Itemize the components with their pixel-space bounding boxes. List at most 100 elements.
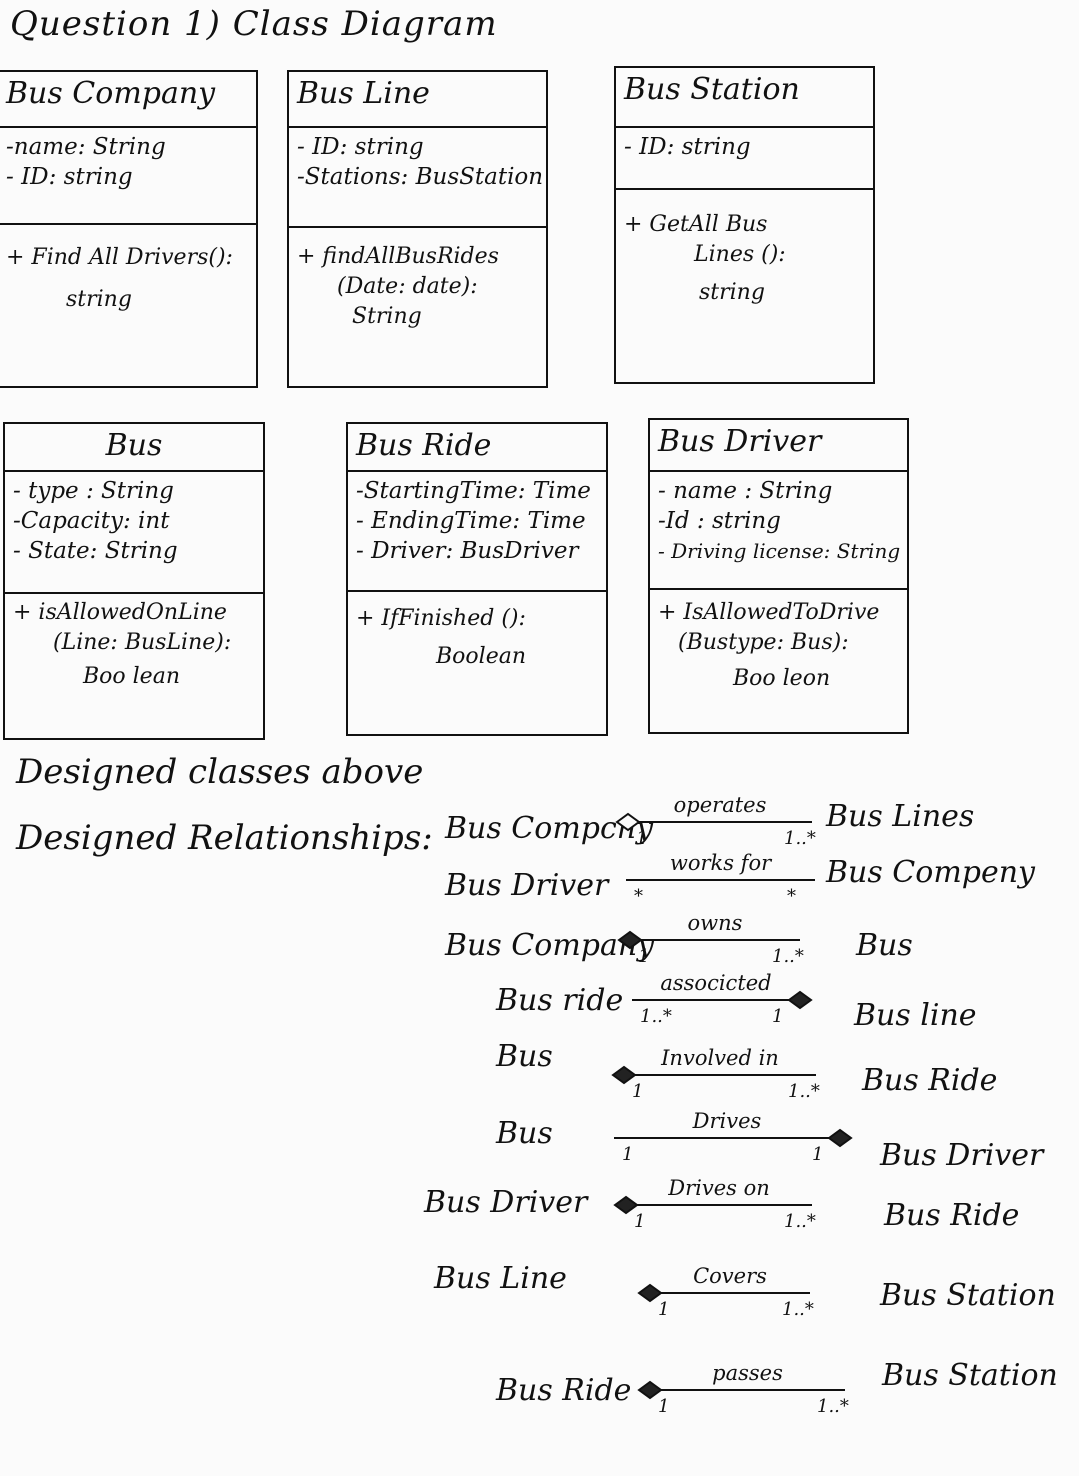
class-bus-company: Bus Company -name: String - ID: string +…	[0, 70, 258, 388]
operation: + IfFinished ():	[356, 606, 526, 631]
class-operations: + GetAll Bus Lines (): string	[616, 190, 873, 312]
attribute: -Capacity: int	[13, 508, 170, 534]
multiplicity-from: 1	[658, 1299, 669, 1320]
relationship-from-class: Bus ride	[495, 983, 623, 1018]
class-name: Bus Company	[0, 72, 256, 128]
relationship-from-class: Bus	[495, 1116, 553, 1151]
operation: string	[699, 280, 765, 305]
relationship-to-class: Bus line	[853, 998, 977, 1033]
operation: Boo lean	[83, 664, 180, 689]
operation: + findAllBusRides	[297, 244, 499, 269]
relationship-from-class: Bus Company	[444, 928, 655, 963]
class-operations: + isAllowedOnLine (Line: BusLine): Boo l…	[5, 594, 263, 696]
relationship-to-class: Bus	[855, 928, 913, 963]
aggregation-diamond-icon	[615, 812, 641, 832]
operation: + Find All Drivers():	[6, 245, 233, 270]
operation: (Bustype: Bus):	[678, 630, 849, 655]
relationship-from-class: Bus Line	[433, 1261, 567, 1296]
relationship-label: Involved in	[660, 1046, 779, 1070]
relationship-to-class: Bus Ride	[883, 1198, 1019, 1233]
composition-diamond-icon	[613, 1195, 639, 1215]
attribute: - ID: string	[6, 164, 133, 190]
class-operations: + IsAllowedToDrive (Bustype: Bus): Boo l…	[650, 590, 907, 698]
relationship-from-class: Bus Driver	[444, 868, 610, 903]
relationship-label: Drives	[692, 1109, 762, 1133]
relationship-to-class: Bus Station	[879, 1278, 1056, 1313]
attribute: - Driver: BusDriver	[356, 538, 579, 564]
attribute: -Stations: BusStation	[297, 164, 544, 190]
multiplicity-from: 1	[636, 828, 647, 849]
attribute: - Driving license: String	[658, 539, 901, 563]
attribute: -name: String	[6, 134, 166, 160]
relationship-label: Drives on	[667, 1176, 770, 1200]
multiplicity-to: 1..*	[772, 946, 804, 967]
multiplicity-to: 1..*	[817, 1396, 849, 1417]
relationship-from-class: Bus	[495, 1039, 553, 1074]
composition-diamond-icon	[637, 1283, 663, 1303]
multiplicity-from: 1	[632, 1081, 643, 1102]
multiplicity-to: *	[787, 886, 796, 907]
class-bus: Bus - type : String -Capacity: int - Sta…	[3, 422, 265, 740]
relationship-label: passes	[712, 1361, 783, 1385]
multiplicity-from: *	[634, 886, 643, 907]
operation: string	[66, 287, 132, 312]
relationship-from-class: Bus Driver	[423, 1185, 589, 1220]
composition-diamond-icon	[827, 1128, 853, 1148]
class-bus-ride: Bus Ride -StartingTime: Time - EndingTim…	[346, 422, 608, 736]
composition-diamond-icon	[787, 990, 813, 1010]
attribute: -Id : string	[658, 508, 781, 534]
multiplicity-to: 1..*	[782, 1299, 814, 1320]
relationship-to-class: Bus Lines	[825, 799, 974, 834]
page-title: Question 1) Class Diagram	[10, 4, 498, 44]
relationship-from-class: Bus Compcny	[444, 811, 654, 846]
relationship-label: works for	[670, 851, 773, 875]
class-operations: + Find All Drivers(): string	[0, 225, 256, 319]
attribute: - ID: string	[297, 134, 424, 160]
class-name: Bus Ride	[348, 424, 606, 472]
multiplicity-from: 1	[638, 946, 649, 967]
attribute: - State: String	[13, 538, 178, 564]
class-name: Bus Line	[289, 72, 546, 128]
classes-summary: Designed classes above	[16, 752, 424, 792]
composition-diamond-icon	[617, 930, 643, 950]
class-attributes: - ID: string	[616, 128, 873, 190]
class-attributes: -name: String - ID: string	[0, 128, 256, 225]
multiplicity-to: 1..*	[784, 1211, 816, 1232]
multiplicity-to: 1	[812, 1144, 823, 1165]
attribute: - ID: string	[624, 134, 751, 160]
class-attributes: - name : String -Id : string - Driving l…	[650, 472, 907, 590]
relationship-label: owns	[688, 911, 743, 935]
operation: + isAllowedOnLine	[13, 600, 227, 625]
operation: String	[352, 304, 422, 329]
class-attributes: - ID: string -Stations: BusStation	[289, 128, 546, 228]
multiplicity-from: 1..*	[640, 1006, 672, 1027]
operation: + IsAllowedToDrive	[658, 600, 880, 625]
relationship-label: operates	[674, 793, 767, 817]
multiplicity-to: 1..*	[788, 1081, 820, 1102]
relationship-to-class: Bus Station	[881, 1358, 1058, 1393]
attribute: - EndingTime: Time	[356, 508, 586, 534]
operation: Boolean	[436, 644, 526, 669]
attribute: - name : String	[658, 478, 833, 504]
operation: (Date: date):	[337, 274, 478, 299]
multiplicity-from: 1	[622, 1144, 633, 1165]
composition-diamond-icon	[611, 1065, 637, 1085]
class-bus-driver: Bus Driver - name : String -Id : string …	[648, 418, 909, 734]
operation: Boo leon	[733, 666, 831, 691]
operation: + GetAll Bus	[624, 212, 768, 237]
attribute: - type : String	[13, 478, 174, 504]
class-bus-line: Bus Line - ID: string -Stations: BusStat…	[287, 70, 548, 388]
relationship-to-class: Bus Driver	[879, 1138, 1045, 1173]
class-operations: + IfFinished (): Boolean	[348, 592, 606, 676]
class-operations: + findAllBusRides (Date: date): String	[289, 228, 546, 336]
class-name: Bus Station	[616, 68, 873, 128]
composition-diamond-icon	[637, 1380, 663, 1400]
multiplicity-from: 1	[634, 1211, 645, 1232]
multiplicity-to: 1..*	[784, 828, 816, 849]
class-bus-station: Bus Station - ID: string + GetAll Bus Li…	[614, 66, 875, 384]
class-name: Bus	[5, 424, 263, 472]
class-attributes: -StartingTime: Time - EndingTime: Time -…	[348, 472, 606, 592]
relationship-to-class: Bus Compeny	[825, 855, 1036, 890]
relationships-label: Designed Relationships:	[16, 818, 433, 858]
